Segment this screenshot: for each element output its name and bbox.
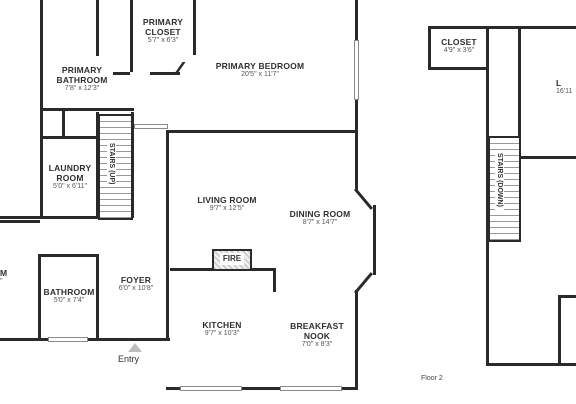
kitchen-dim: 9'7" x 10'3": [204, 330, 240, 338]
room-primary-bathroom: PRIMARY BATHROOM 7'8" x 12'3": [46, 65, 118, 94]
room-dining: DINING ROOM 8'7" x 14'7": [280, 209, 360, 228]
nook-dim: 7'0" x 8'3": [301, 341, 333, 349]
room-left-fragment: M ": [0, 268, 8, 287]
room-breakfast-nook: BREAKFAST NOOK 7'0" x 8'3": [285, 321, 349, 350]
kitchen-name: KITCHEN: [202, 320, 242, 330]
fireplace-label: FIRE: [220, 253, 244, 265]
wall-living-left: [166, 130, 169, 340]
wall-left-room-top: [0, 220, 40, 223]
wall-bathroom-left: [38, 254, 41, 340]
window-foyer: [134, 124, 168, 129]
entry-arrow: [128, 343, 142, 352]
primary-bathroom-dim: 7'8" x 12'3": [64, 85, 100, 93]
wall-bedroom-right: [355, 0, 358, 40]
wall-bath-bottom: [40, 108, 98, 111]
wall-f2-right-lower: [558, 295, 561, 365]
wall-closet-divider: [113, 72, 130, 75]
bathroom-name: BATHROOM: [43, 287, 95, 297]
stairs-up-label: STAIRS (UP): [107, 140, 116, 188]
laundry-dim: 5'0" x 6'11": [53, 183, 87, 191]
window-bedroom: [354, 40, 359, 100]
wall-f2-closet-top: [428, 26, 488, 29]
room-closet-floor2: CLOSET 4'9" x 3'6": [432, 37, 486, 56]
room-laundry: LAUNDRY ROOM 5'0" x 6'11": [42, 163, 98, 192]
room-primary-closet: PRIMARY CLOSET 5'7" x 6'3": [133, 17, 193, 46]
laundry-name-2: ROOM: [56, 173, 84, 184]
primary-closet-dim: 5'7" x 6'3": [147, 37, 179, 45]
wall-f2-closet-left: [428, 26, 431, 70]
nook-name-2: NOOK: [303, 331, 331, 342]
wall-stairs-left: [96, 112, 99, 218]
wall-laundry-top: [40, 136, 98, 139]
wall-laundry-bottom: [0, 216, 98, 219]
wall-closet-bottom: [150, 72, 180, 75]
room-right-fragment: L 16'11: [556, 78, 576, 97]
wall-laundry-left: [40, 136, 43, 218]
wall-top-bath: [40, 0, 43, 138]
closet-f2-dim: 4'9" x 3'6": [443, 47, 475, 55]
stairs-down: [488, 136, 521, 242]
laundry-name-1: LAUNDRY: [48, 163, 92, 173]
wall-f2-bottom: [486, 363, 576, 366]
window-nook: [280, 386, 342, 391]
window-bathroom: [48, 337, 88, 342]
window-kitchen: [180, 386, 242, 391]
primary-bedroom-name: PRIMARY BEDROOM: [215, 61, 305, 71]
primary-bedroom-dim: 20'5" x 11'7": [241, 71, 279, 79]
wall-kitchen-bottom: [166, 387, 358, 390]
wall-f2-top-right: [486, 26, 576, 29]
wall-bay-side: [373, 205, 376, 275]
floor-label: Floor 2: [421, 375, 443, 382]
wall-bathroom-right: [96, 254, 99, 340]
living-dim: 9'7" x 12'5": [209, 205, 245, 213]
room-living: LIVING ROOM 9'7" x 12'5": [182, 195, 272, 214]
primary-bathroom-name-1: PRIMARY: [61, 65, 103, 75]
wall-bedroom-bottom: [168, 130, 358, 133]
wall-bay-diag1: [353, 188, 374, 210]
bathroom-dim: 5'0" x 7'4": [53, 297, 85, 305]
wall-bathroom-top: [40, 254, 98, 257]
entry-label: Entry: [118, 354, 140, 364]
wall-bath-bottom-2: [98, 108, 134, 111]
primary-bathroom-name-2: BATHROOM: [56, 75, 108, 86]
right-fragment-dim: 16'11: [556, 88, 573, 96]
dining-dim: 8'7" x 14'7": [302, 219, 338, 227]
wall-top-closet-left: [130, 0, 133, 72]
fireplace: FIRE: [212, 249, 252, 271]
room-foyer: FOYER 6'0" x 10'8": [108, 275, 164, 294]
foyer-dim: 6'0" x 10'8": [118, 285, 154, 293]
wall-bay-top: [355, 186, 358, 190]
wall-f2-right-step: [558, 295, 576, 298]
wall-f2-inner-left: [518, 26, 521, 158]
closet-f2-name: CLOSET: [441, 37, 477, 47]
primary-closet-name-1: PRIMARY: [142, 17, 184, 27]
wall-living-divider-end: [273, 268, 276, 292]
left-fragment-name: M: [0, 268, 8, 278]
wall-f2-top-segment: [486, 26, 489, 366]
dining-name: DINING ROOM: [289, 209, 351, 219]
wall-bath-step: [62, 108, 65, 138]
wall-f2-closet-bottom: [428, 67, 488, 70]
nook-name-1: BREAKFAST: [290, 321, 344, 331]
room-primary-bedroom: PRIMARY BEDROOM 20'5" x 11'7": [200, 61, 320, 80]
living-name: LIVING ROOM: [197, 195, 257, 205]
foyer-name: FOYER: [120, 275, 152, 285]
wall-bedroom-right-lower: [355, 98, 358, 188]
room-kitchen: KITCHEN 9'7" x 10'3": [190, 320, 254, 339]
wall-f2-inner-bottom: [518, 156, 576, 159]
wall-dining-lower: [355, 290, 358, 390]
right-fragment-name: L: [556, 78, 562, 88]
wall-bath-inner: [96, 0, 99, 56]
left-fragment-dim: ": [0, 278, 3, 286]
stairs-down-label: STAIRS (DOWN): [495, 150, 504, 210]
wall-top-closet-right: [193, 0, 196, 55]
room-bathroom: BATHROOM 5'0" x 7'4": [41, 287, 97, 306]
primary-closet-name-2: CLOSET: [145, 27, 181, 38]
